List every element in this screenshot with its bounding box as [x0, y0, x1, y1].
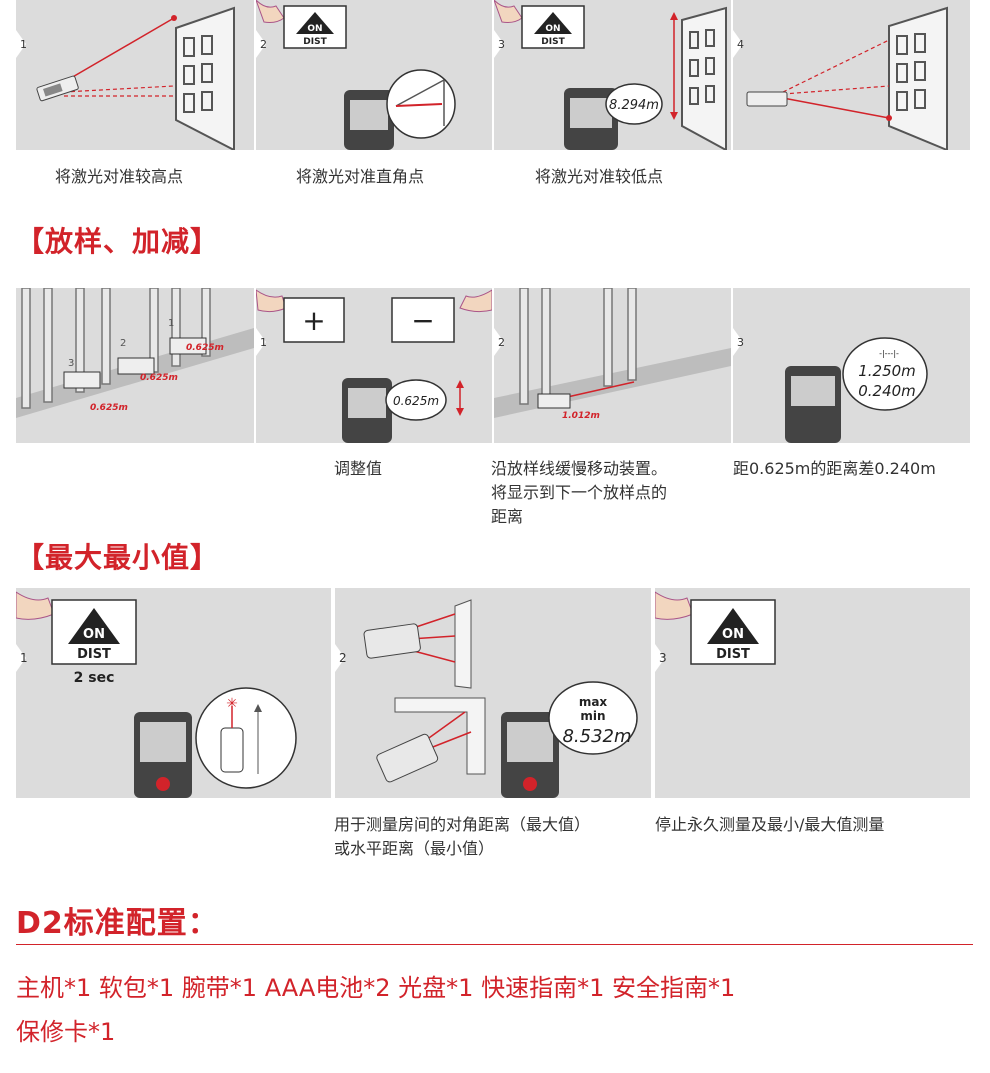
svg-text:-|---|-: -|---|- [879, 349, 899, 358]
caption-diagonal-line-1: 用于测量房间的对角距离（最大值） [334, 815, 591, 834]
step-number: 1 [20, 651, 28, 665]
caption-adjust-value: 调整值 [334, 459, 383, 478]
caption-aim-right-angle: 将激光对准直角点 [296, 167, 425, 186]
svg-text:max: max [579, 695, 608, 709]
display-reading: 8.294m [609, 98, 659, 113]
illustration-aim-right-angle-point: 2 ON DIST [256, 0, 492, 150]
min-max-section-title: 【最大最小值】 [16, 541, 220, 574]
illustration-adjust-value: 1 + − 0.625m [256, 288, 492, 443]
svg-text:✳: ✳ [226, 696, 238, 712]
on-dist-button: ON DIST [521, 5, 585, 49]
on-dist-button: ON DIST [51, 599, 137, 665]
step-number: 3 [737, 336, 744, 349]
display-reading: 0.625m [393, 394, 439, 408]
svg-text:0.625m: 0.625m [140, 373, 178, 383]
caption-distance-difference: 距0.625m的距离差0.240m [733, 459, 936, 478]
illustration-stop-measure: 3 ON DIST [655, 588, 970, 798]
svg-text:0.625m: 0.625m [186, 343, 224, 353]
caption-move-line-3: 距离 [491, 507, 524, 526]
step-number: 1 [20, 38, 27, 51]
stakeout-section-title: 【放样、加减】 [16, 225, 220, 258]
svg-text:DIST: DIST [541, 37, 565, 47]
caption-diagonal-line-2: 或水平距离（最小值） [334, 839, 495, 858]
svg-text:3: 3 [68, 358, 74, 369]
svg-text:ON: ON [307, 24, 322, 34]
plus-button [283, 297, 345, 343]
step-number: 3 [659, 651, 667, 665]
illustration-stakeout-overview: 3 2 1 0.625m 0.625m 0.625m [16, 288, 254, 443]
svg-text:ON: ON [545, 24, 560, 34]
config-items-line-1: 主机*1 软包*1 腕带*1 AAA电池*2 光盘*1 快速指南*1 安全指南*… [16, 974, 736, 1002]
illustration-result: 4 [733, 0, 970, 150]
config-divider [16, 944, 973, 945]
illustration-aim-higher-point: 1 [16, 0, 254, 150]
svg-text:DIST: DIST [303, 37, 327, 47]
step-number: 2 [339, 651, 347, 665]
on-dist-button: ON DIST [690, 599, 776, 665]
d2-config-title: D2标准配置： [16, 906, 219, 941]
on-dist-button: ON DIST [283, 5, 347, 49]
display-reading: 8.532m [562, 726, 631, 747]
svg-text:1: 1 [168, 318, 174, 329]
illustration-aim-lower-point: 3 ON DIST 8.294m [494, 0, 731, 150]
step-number: 4 [737, 38, 744, 51]
svg-text:−: − [411, 304, 434, 337]
step-number: 2 [260, 38, 267, 51]
hold-duration: 2 sec [74, 670, 115, 686]
svg-text:2: 2 [120, 338, 126, 349]
step-number: 2 [498, 336, 505, 349]
svg-text:ON: ON [83, 627, 105, 642]
svg-text:DIST: DIST [716, 647, 750, 662]
svg-text:DIST: DIST [77, 647, 111, 662]
illustration-distance-difference: 3 -|---|- 1.250m 0.240m [733, 288, 970, 443]
svg-text:+: + [302, 304, 325, 337]
svg-text:0.625m: 0.625m [90, 403, 128, 413]
svg-text:1.250m: 1.250m [858, 362, 916, 380]
caption-move-line-1: 沿放样线缓慢移动装置。 [491, 459, 668, 478]
svg-text:min: min [580, 709, 605, 723]
illustration-diagonal-measure: 2 max min 8.532m [335, 588, 651, 798]
caption-aim-lower: 将激光对准较低点 [535, 167, 664, 186]
caption-aim-higher: 将激光对准较高点 [55, 167, 184, 186]
svg-text:0.240m: 0.240m [858, 382, 916, 400]
illustration-hold-on-dist: 1 ON DIST 2 sec ✳ [16, 588, 331, 798]
minus-button [391, 297, 455, 343]
svg-text:ON: ON [722, 627, 744, 642]
svg-text:1.012m: 1.012m [562, 411, 600, 421]
step-number: 3 [498, 38, 505, 51]
config-items-line-2: 保修卡*1 [16, 1018, 116, 1046]
illustration-move-along-line: 2 1.012m [494, 288, 731, 443]
caption-stop-measure: 停止永久测量及最小/最大值测量 [655, 815, 885, 834]
caption-move-line-2: 将显示到下一个放样点的 [491, 483, 668, 502]
step-number: 1 [260, 336, 267, 349]
